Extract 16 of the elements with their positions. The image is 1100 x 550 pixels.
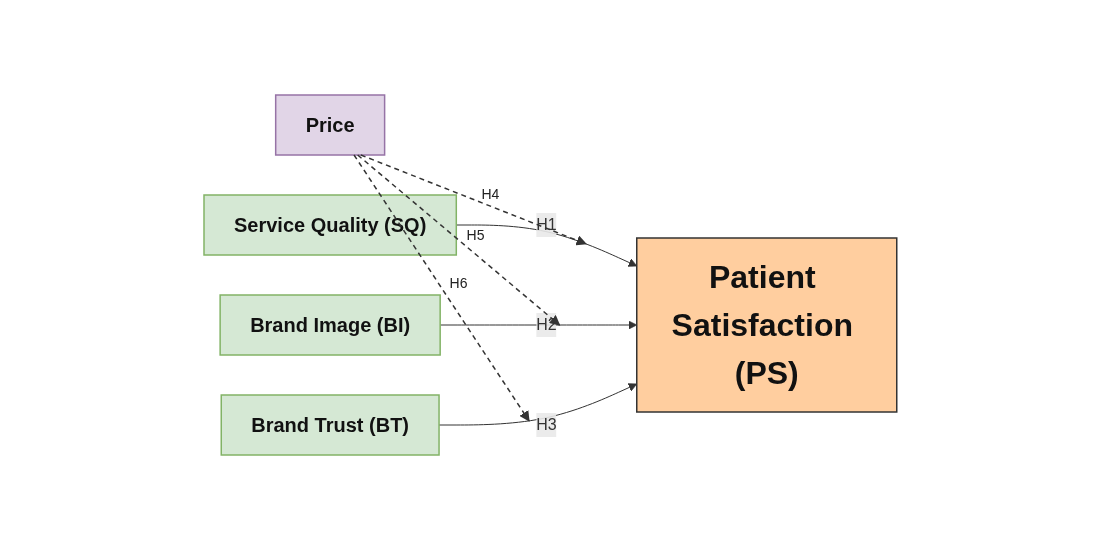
dashed-arrow (356, 154, 560, 326)
node-box: Brand Trust (BT) (220, 394, 440, 456)
arrow (455, 224, 637, 267)
edge-label: H3 (535, 416, 557, 433)
node-box: Service Quality (SQ) (202, 194, 457, 256)
dashed-arrow (352, 154, 530, 422)
node-box: Brand Image (BI) (219, 294, 441, 356)
edge-label: H4 (481, 186, 499, 203)
edge-label: H5 (466, 227, 485, 243)
arrow (438, 383, 637, 426)
dashed-arrow (359, 154, 587, 246)
node-box: Price (274, 94, 385, 156)
node-box: Patient Satisfaction (PS) (635, 237, 898, 413)
edge-label: H6 (449, 274, 468, 291)
edge-label: H1 (535, 216, 557, 233)
arrow (439, 320, 637, 330)
